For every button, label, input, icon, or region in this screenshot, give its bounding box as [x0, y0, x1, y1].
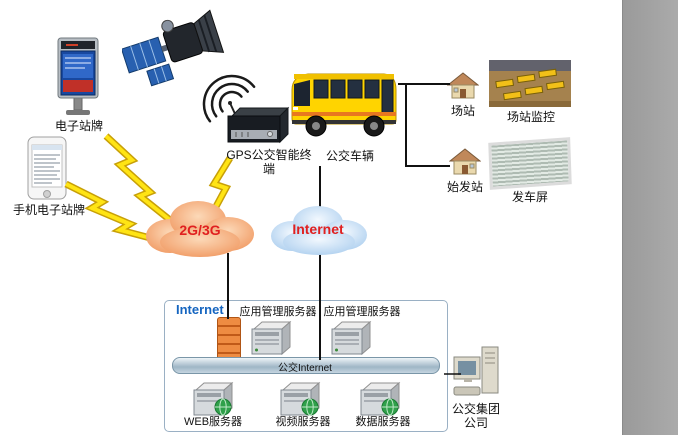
data-server-label: 数据服务器: [355, 416, 411, 428]
satellite-icon: [122, 4, 240, 100]
app-server-2-icon: [330, 319, 372, 355]
company-workstation-icon: [452, 345, 500, 399]
gps-terminal-label: GPS公交智能终端: [226, 148, 312, 177]
video-server-label: 视频服务器: [275, 416, 331, 428]
mobile-phone-icon: [26, 136, 68, 202]
origin-station-label: 始发站: [446, 180, 483, 194]
page-margin: [622, 0, 678, 435]
depot-monitor-label: 场站监控: [506, 110, 555, 124]
bus-icon: [284, 60, 400, 144]
internet-cloud-label: Internet: [292, 221, 344, 237]
mobile-network-label: 2G/3G: [179, 222, 221, 238]
backbone-pipe: [172, 357, 440, 374]
company-label: 公交集团 公司: [444, 402, 508, 431]
web-server-icon: [192, 380, 234, 416]
departure-screen-label: 发车屏: [511, 190, 548, 204]
web-server-label: WEB服务器: [183, 416, 243, 428]
internet-cloud: [266, 198, 370, 258]
data-server-icon: [359, 380, 401, 416]
bus-label: 公交车辆: [325, 149, 374, 163]
company-label-line1: 公交集团: [451, 402, 500, 416]
depot-house-icon: [447, 70, 479, 102]
backbone-label: 公交Internet: [278, 363, 332, 374]
app-server-1-icon: [250, 319, 292, 355]
mobile-network-cloud: [140, 192, 258, 260]
app-server-2-label: 应用管理服务器: [323, 306, 401, 318]
video-server-icon: [279, 380, 321, 416]
kiosk-label: 电子站牌: [54, 119, 103, 133]
phone-label: 手机电子站牌: [12, 203, 85, 217]
depot-label: 场站: [450, 104, 475, 118]
origin-station-house-icon: [449, 146, 481, 178]
datacenter-internet-label: Internet: [176, 302, 224, 317]
gps-terminal-icon: [226, 100, 290, 144]
app-server-1-label: 应用管理服务器: [239, 306, 317, 318]
depot-monitoring-photo: [489, 60, 571, 107]
company-label-line2: 公司: [463, 416, 488, 431]
departure-screen-photo: [488, 137, 572, 190]
electronic-stop-sign-icon: [52, 36, 104, 118]
